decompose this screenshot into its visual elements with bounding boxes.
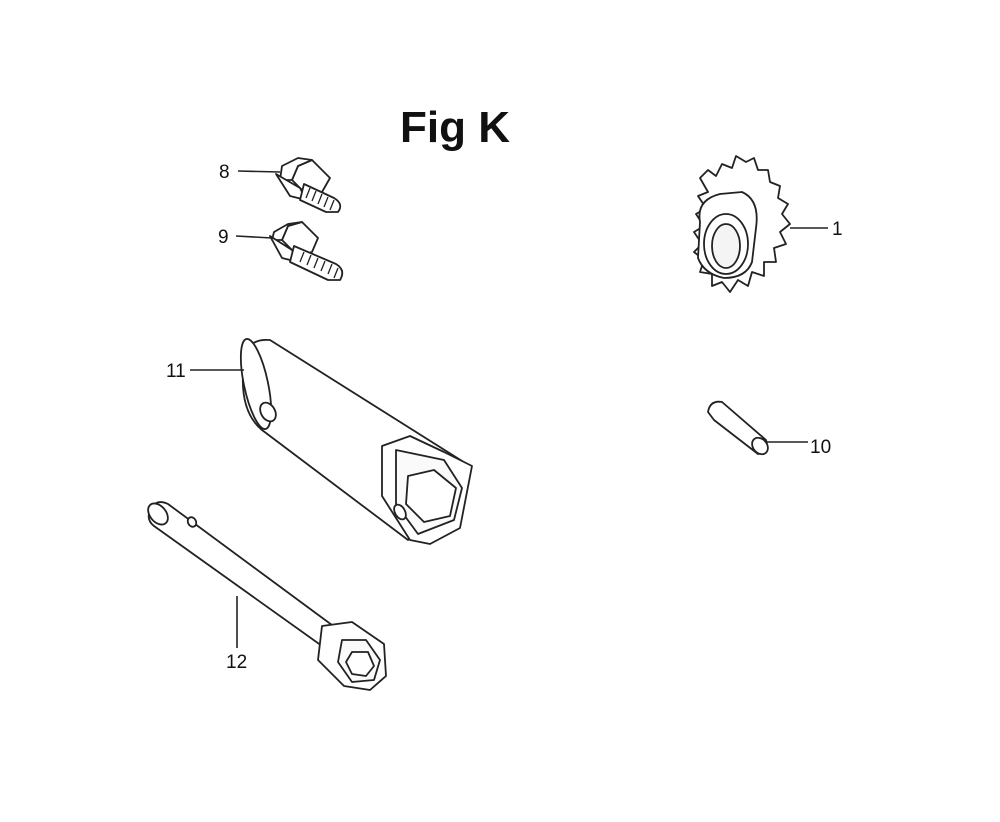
callout-8: 8 xyxy=(219,162,230,183)
pin-part-10 xyxy=(707,400,769,456)
callout-10: 10 xyxy=(810,437,831,458)
callout-12: 12 xyxy=(226,652,247,673)
sprocket-part-1 xyxy=(693,155,791,293)
callout-11: 11 xyxy=(166,361,186,382)
bolt-part-8 xyxy=(275,157,342,213)
handle-bar-part-12 xyxy=(147,501,387,691)
leader-9 xyxy=(235,235,273,239)
callout-1: 1 xyxy=(832,219,843,240)
bolt-part-9 xyxy=(269,221,344,281)
callout-9: 9 xyxy=(218,227,229,248)
socket-wrench-part-11 xyxy=(239,338,473,545)
leader-8 xyxy=(237,170,281,173)
figure-title: Fig K xyxy=(400,103,510,152)
